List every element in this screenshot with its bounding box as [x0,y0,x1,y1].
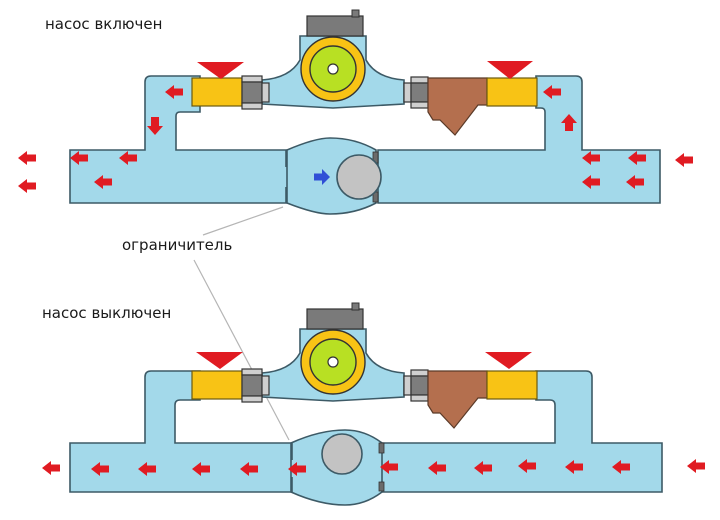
valve-handle-left-icon [197,62,244,79]
diagram-pump-off: насос выключен [42,302,705,506]
main-pipe-right [377,75,661,204]
flow-arrow-left-icon [18,179,36,193]
main-pipe-right-bottom [379,370,663,493]
flow-arrows-top [18,85,693,193]
pump-on-label: насос включен [45,15,162,33]
main-pipe-left-bottom [69,370,293,493]
valve-handle-right-bottom-icon [485,352,532,369]
diagram-pump-on: насос включен [18,9,693,215]
flow-arrow-up-icon [561,114,577,131]
flow-arrow-down-icon [147,117,163,135]
pump-motor-bottom [306,308,364,330]
ball-valve-left [191,77,243,107]
valve-handle-left-bottom-icon [196,352,243,369]
limiter-ball [336,154,382,200]
valve-handle-right-icon [487,61,533,79]
flow-arrow-left-icon [675,153,693,167]
pump-off-label: насос выключен [42,304,171,322]
union-nut-left-bottom [241,374,263,397]
union-nut-left [241,81,263,104]
flow-arrow-left-icon [42,461,60,475]
union-nut-right [410,82,429,103]
ball-valve-right [486,77,538,107]
ball-valve-left-bottom [191,370,243,400]
ball-valve-right-bottom [486,370,538,400]
limiter-leader-bottom [193,259,290,441]
limiter-label: ограничитель [122,236,232,254]
ball-push-arrow-icon [314,169,330,185]
union-nut-right-bottom [410,375,429,396]
y-strainer [427,77,488,136]
limiter-leader-top [202,206,284,236]
limiter-ball-bottom [321,433,363,475]
pump-motor [306,15,364,37]
flow-arrow-left-icon [687,459,705,473]
y-strainer-bottom [427,370,488,429]
flow-arrow-left-icon [18,151,36,165]
main-pipe-left [69,75,291,204]
limiter-seat-bottom [378,442,385,454]
